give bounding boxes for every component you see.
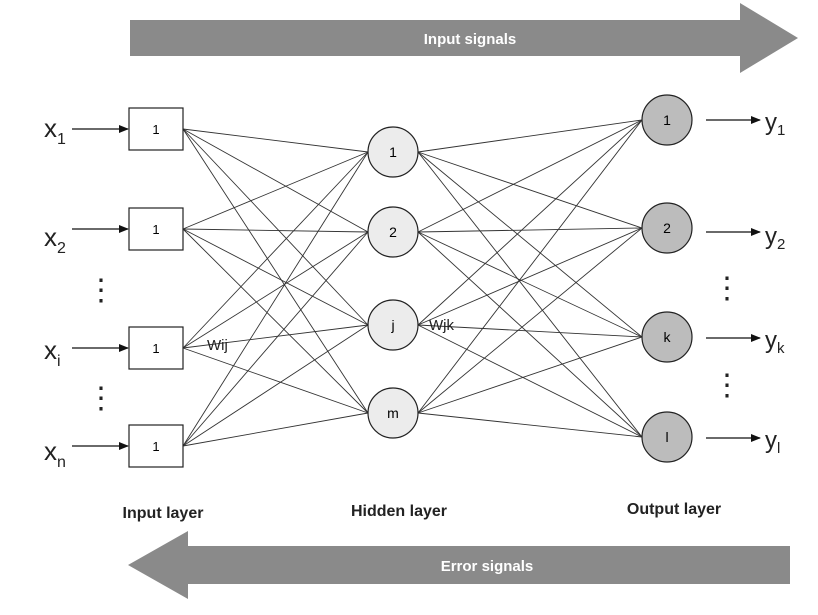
- hidden-node-m: m: [367, 387, 419, 439]
- output-ellipsis-lower: ⋮: [712, 369, 742, 402]
- svg-text:x2: x2: [44, 222, 66, 257]
- svg-text:1: 1: [152, 222, 159, 237]
- output-layer-title: Output layer: [627, 501, 721, 518]
- edge-input-0-hidden-3: [182, 128, 369, 414]
- hidden-node-2: 2: [367, 206, 419, 258]
- svg-text:1: 1: [152, 439, 159, 454]
- output-node-2: 2: [641, 202, 693, 254]
- input-node-i: 1: [128, 326, 184, 370]
- hidden-layer: 1 2 j m: [367, 126, 419, 439]
- edge-hidden-0-output-0: [417, 119, 643, 153]
- svg-text:1: 1: [389, 144, 397, 160]
- edge-hidden-3-output-0: [417, 119, 643, 414]
- edge-input-1-hidden-0: [182, 151, 369, 230]
- input-layer-title: Input layer: [123, 505, 204, 522]
- svg-text:2: 2: [389, 224, 397, 240]
- output-layer: 1 2 k l y1 y2 yk yl ⋮: [641, 94, 785, 463]
- edge-hidden-1-output-2: [417, 231, 643, 338]
- edge-hidden-0-output-2: [417, 151, 643, 338]
- input-node-1: 1: [128, 107, 184, 151]
- error-signals-arrow: Error signals: [128, 531, 790, 599]
- edge-input-3-hidden-3: [182, 412, 369, 447]
- edge-hidden-0-output-3: [417, 151, 643, 438]
- edge-input-1-hidden-1: [182, 228, 369, 233]
- input-ellipsis-lower: ⋮: [86, 382, 116, 415]
- input-node-n: 1: [128, 424, 184, 468]
- edge-input-2-hidden-3: [182, 347, 369, 414]
- hidden-node-j: j: [367, 299, 419, 351]
- connection-lines: [182, 119, 643, 447]
- edge-hidden-2-output-3: [417, 324, 643, 438]
- output-node-l: l: [641, 411, 693, 463]
- output-var-y1: y1: [765, 109, 785, 139]
- svg-text:j: j: [390, 317, 394, 333]
- output-var-y2: y2: [765, 223, 785, 253]
- edge-hidden-1-output-3: [417, 231, 643, 438]
- input-node-2: 1: [128, 207, 184, 251]
- input-signals-arrow: Input signals: [130, 3, 798, 73]
- input-layer: 1 1 1 1 x1 x2 xi xn ⋮: [44, 107, 184, 471]
- edge-input-0-hidden-0: [182, 128, 369, 153]
- edge-hidden-1-output-1: [417, 227, 643, 233]
- output-var-yk: yk: [765, 327, 785, 357]
- edge-input-1-hidden-3: [182, 228, 369, 414]
- edge-hidden-2-output-0: [417, 119, 643, 326]
- hidden-node-1: 1: [367, 126, 419, 178]
- weight-label-wjk: Wjk: [429, 317, 454, 334]
- svg-text:yl: yl: [765, 427, 780, 457]
- edge-input-2-hidden-1: [182, 231, 369, 349]
- error-signals-arrow-shape: [128, 531, 790, 599]
- edge-hidden-3-output-3: [417, 412, 643, 438]
- svg-text:yk: yk: [765, 327, 785, 357]
- svg-text:k: k: [664, 329, 672, 345]
- svg-text:1: 1: [152, 122, 159, 137]
- svg-text:1: 1: [663, 112, 671, 128]
- edge-input-2-hidden-2: [182, 324, 369, 349]
- edge-hidden-3-output-1: [417, 227, 643, 414]
- output-var-yl: yl: [765, 427, 780, 457]
- edge-hidden-3-output-2: [417, 336, 643, 414]
- input-ellipsis-upper: ⋮: [86, 274, 116, 307]
- edge-hidden-2-output-1: [417, 227, 643, 326]
- output-ellipsis-upper: ⋮: [712, 272, 742, 305]
- svg-text:1: 1: [152, 341, 159, 356]
- error-signals-label: Error signals: [441, 558, 534, 575]
- svg-text:y2: y2: [765, 223, 785, 253]
- input-var-x1: x1: [44, 113, 66, 148]
- edge-hidden-0-output-1: [417, 151, 643, 229]
- svg-text:xn: xn: [44, 436, 66, 471]
- edge-hidden-1-output-0: [417, 119, 643, 233]
- input-signals-label: Input signals: [424, 31, 517, 48]
- svg-text:m: m: [387, 405, 399, 421]
- edge-input-3-hidden-1: [182, 231, 369, 447]
- weight-label-wij: Wij: [207, 337, 228, 354]
- input-var-xi: xi: [44, 335, 61, 370]
- edge-input-0-hidden-2: [182, 128, 369, 326]
- svg-text:xi: xi: [44, 335, 61, 370]
- edge-hidden-2-output-2: [417, 324, 643, 338]
- edge-input-3-hidden-2: [182, 324, 369, 447]
- edge-input-0-hidden-1: [182, 128, 369, 233]
- svg-text:l: l: [665, 429, 668, 445]
- edge-input-1-hidden-2: [182, 228, 369, 326]
- edge-input-2-hidden-0: [182, 151, 369, 349]
- output-node-1: 1: [641, 94, 693, 146]
- edge-input-3-hidden-0: [182, 151, 369, 447]
- input-var-xn: xn: [44, 436, 66, 471]
- output-node-k: k: [641, 311, 693, 363]
- input-signals-arrow-shape: [130, 3, 798, 73]
- svg-text:2: 2: [663, 220, 671, 236]
- svg-text:x1: x1: [44, 113, 66, 148]
- input-var-x2: x2: [44, 222, 66, 257]
- svg-text:y1: y1: [765, 109, 785, 139]
- hidden-layer-title: Hidden layer: [351, 503, 447, 520]
